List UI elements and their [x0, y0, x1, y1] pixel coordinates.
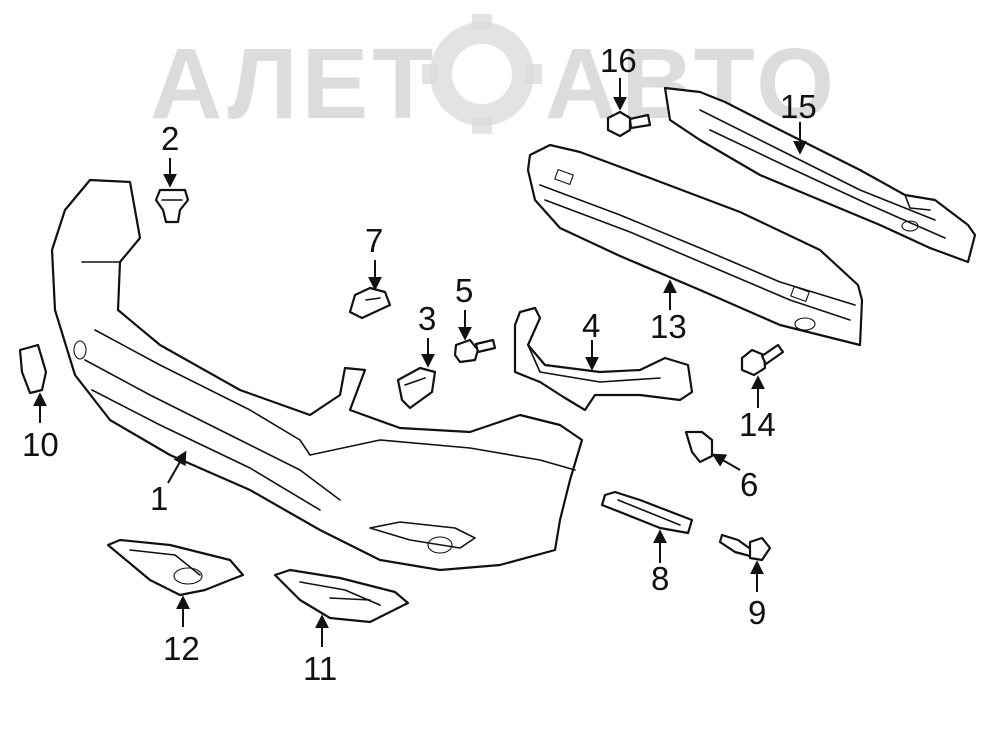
- callout-6: 6: [740, 466, 758, 503]
- callout-12: 12: [163, 630, 200, 667]
- callout-15: 15: [780, 88, 817, 125]
- watermark-text-left: АЛЕТ: [150, 28, 437, 140]
- part-3-side-bracket: [396, 366, 437, 410]
- part-14-bolt: [740, 343, 785, 377]
- part-2-clip: [154, 188, 190, 224]
- part-5-fastener: [453, 338, 497, 364]
- leader-lines: [33, 78, 807, 647]
- leader-6: [711, 453, 741, 471]
- callout-labels: 2 7 3 5 4 16 15 13 14 6 8 9 10 1 12 11: [22, 42, 817, 687]
- part-8-retainer: [600, 490, 694, 535]
- part-4-center-bracket: [513, 306, 694, 412]
- part-10-reflector: [18, 343, 48, 395]
- callout-11: 11: [303, 650, 337, 687]
- part-13-bumper-beam: [526, 143, 864, 347]
- callout-4: 4: [582, 307, 600, 344]
- part-11-fog-cover-right: [273, 568, 410, 624]
- part-12-fog-cover-left: [106, 538, 245, 597]
- callout-9: 9: [748, 594, 766, 631]
- callout-1: 1: [150, 480, 168, 517]
- leader-1: [167, 450, 187, 484]
- callout-8: 8: [651, 560, 669, 597]
- callout-13: 13: [650, 308, 687, 345]
- gear-icon: [422, 14, 542, 134]
- part-15-reinforcement: [663, 86, 977, 264]
- callout-2: 2: [161, 120, 179, 157]
- callout-3: 3: [418, 300, 436, 337]
- part-9-bolt: [718, 533, 772, 562]
- callout-16: 16: [600, 42, 637, 79]
- callout-10: 10: [22, 426, 59, 463]
- callout-5: 5: [455, 272, 473, 309]
- part-7-bracket: [348, 286, 392, 320]
- part-16-bolt: [606, 110, 652, 138]
- callout-7: 7: [365, 222, 383, 259]
- part-1-bumper-cover: [50, 178, 584, 572]
- part-6-clip: [684, 430, 714, 464]
- callout-14: 14: [739, 406, 776, 443]
